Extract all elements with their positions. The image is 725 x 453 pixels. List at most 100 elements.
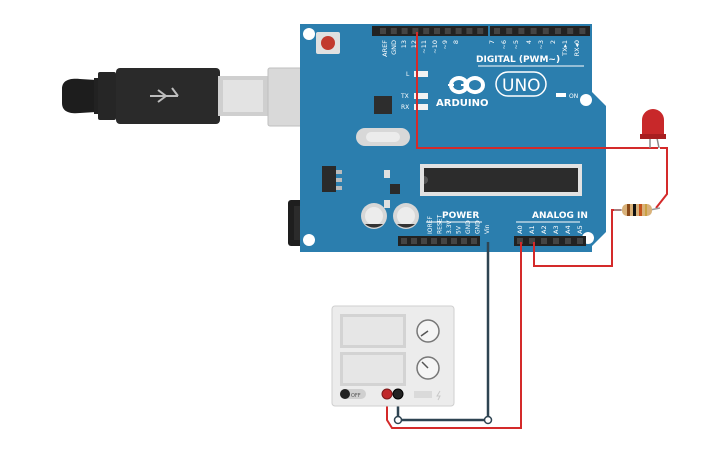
digital-pin-label: ~11 <box>420 40 428 54</box>
pin-hole[interactable] <box>461 238 467 244</box>
mount-hole <box>580 94 592 106</box>
led-rx <box>414 104 428 110</box>
negative-terminal[interactable] <box>392 388 404 400</box>
wire-joint <box>393 415 403 425</box>
power-switch-label: OFF <box>351 393 361 399</box>
pin-hole[interactable] <box>471 238 477 244</box>
board-brand: ARDUINO <box>436 98 488 109</box>
digital-header-left <box>372 26 488 36</box>
led-tx <box>414 93 428 99</box>
current-knob[interactable] <box>416 356 440 380</box>
pin-hole[interactable] <box>441 238 447 244</box>
pin-hole[interactable] <box>401 28 408 34</box>
capacitor <box>393 203 419 229</box>
mount-hole <box>303 234 315 246</box>
pin-hole[interactable] <box>451 238 457 244</box>
power-pin-label: Vin <box>484 224 491 234</box>
digital-pin-holes <box>380 28 586 34</box>
pin-hole[interactable] <box>529 238 535 244</box>
digital-pin-label: TX▸1 <box>561 40 569 57</box>
pin-hole[interactable] <box>506 28 513 34</box>
pin-hole[interactable] <box>553 238 559 244</box>
pin-hole[interactable] <box>542 28 549 34</box>
led-l-label: L <box>406 71 410 78</box>
analog-pin-label: A4 <box>564 225 572 234</box>
power-pin-label: GND <box>465 220 472 234</box>
red-led[interactable] <box>640 109 666 149</box>
pin-hole[interactable] <box>577 238 583 244</box>
on-label: ON <box>569 93 578 100</box>
pin-hole[interactable] <box>421 238 427 244</box>
analog-pin-label: A1 <box>528 225 536 234</box>
pin-hole[interactable] <box>380 28 386 34</box>
wire-joint <box>483 415 493 425</box>
usb-cable[interactable] <box>62 67 305 127</box>
led-tx-label: TX <box>400 93 409 100</box>
bolt-icon <box>436 390 441 401</box>
atmega-chip <box>420 164 582 196</box>
wire-pin13-to-led[interactable] <box>416 32 658 149</box>
analog-pin-label: A5 <box>576 225 584 234</box>
voltage-knob[interactable] <box>416 319 440 343</box>
pin-hole[interactable] <box>555 28 561 34</box>
arduino-logo-icon <box>448 76 485 94</box>
wire-a0-to-supply[interactable] <box>386 242 522 429</box>
pin-hole[interactable] <box>530 28 537 34</box>
digital-header-right <box>490 26 590 36</box>
digital-pin-label: RX◂0 <box>573 40 581 56</box>
wire-gnd-to-supply[interactable] <box>396 242 490 422</box>
pin-hole[interactable] <box>541 238 547 244</box>
power-pin-label: IOREF <box>427 216 434 234</box>
digital-pin-label: AREF <box>381 40 389 57</box>
on-led <box>556 93 566 97</box>
regulator <box>322 166 336 192</box>
wire-led-to-resistor[interactable] <box>655 147 668 209</box>
digital-pin-label: ~3 <box>537 40 545 50</box>
pin-hole[interactable] <box>565 238 571 244</box>
power-switch[interactable]: OFF <box>340 389 366 399</box>
led-rx-label: RX <box>401 104 409 111</box>
digital-pin-label: 8 <box>452 40 460 44</box>
small-transistor <box>390 184 400 194</box>
pin-hole[interactable] <box>401 238 407 244</box>
led-l <box>414 71 428 77</box>
pin-hole[interactable] <box>518 28 525 34</box>
reset-button[interactable] <box>316 32 340 54</box>
pin-hole[interactable] <box>431 238 437 244</box>
pin-hole[interactable] <box>517 238 523 244</box>
pin-hole[interactable] <box>434 28 440 34</box>
power-supply[interactable]: OFF <box>331 305 455 407</box>
board-model: UNO <box>502 76 541 96</box>
pin-hole[interactable] <box>494 28 500 34</box>
analog-pin-label: A0 <box>516 225 524 234</box>
pin-hole[interactable] <box>411 238 417 244</box>
capacitor <box>361 203 387 229</box>
digital-pin-label: ~5 <box>512 40 520 50</box>
power-pin-label: GND <box>475 220 482 234</box>
positive-terminal[interactable] <box>381 388 393 400</box>
pin-hole[interactable] <box>579 28 586 34</box>
pin-hole[interactable] <box>390 28 397 34</box>
pin-hole[interactable] <box>477 28 484 34</box>
digital-pin-label: 4 <box>525 40 533 44</box>
pin-hole[interactable] <box>466 28 473 34</box>
digital-pin-label: ~9 <box>441 40 449 50</box>
usb-icon <box>150 87 179 103</box>
pin-hole[interactable] <box>567 28 574 34</box>
pin-hole[interactable] <box>455 28 462 34</box>
pin-hole[interactable] <box>423 28 430 34</box>
power-header <box>398 236 480 246</box>
resistor[interactable] <box>614 204 661 216</box>
digital-pin-label: 12 <box>410 40 418 48</box>
pin-hole[interactable] <box>444 28 451 34</box>
pin-hole[interactable] <box>412 28 419 34</box>
digital-pin-label: ~6 <box>500 40 508 50</box>
power-pin-label: RESET <box>437 214 444 234</box>
analog-header-title: ANALOG IN <box>532 211 588 221</box>
power-header-title: POWER <box>442 211 479 221</box>
